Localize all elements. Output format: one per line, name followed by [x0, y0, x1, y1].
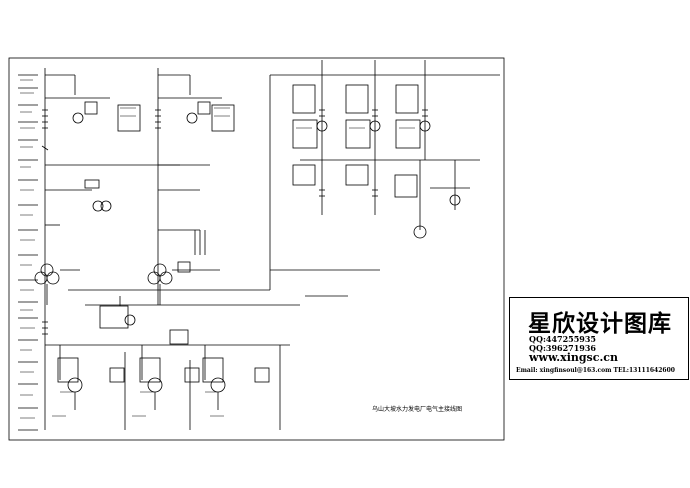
- watermark-qq-1: QQ:447255935: [529, 334, 596, 344]
- watermark-title: 星欣设计图库: [528, 310, 672, 337]
- station-service-pt: [42, 296, 290, 430]
- bottom-generators: [57, 329, 281, 430]
- drawing-caption: 乌山大坡水力发电厂电气主接线图: [372, 406, 463, 413]
- watermark-contact: Email: xingfinsoul@163.com TEL:131116426…: [516, 367, 675, 374]
- main-bus: [68, 74, 500, 306]
- 10kv-feeders: [292, 160, 470, 239]
- watermark-box: 星欣设计图库 QQ:447255935 QQ:396271936 www.xin…: [509, 297, 689, 380]
- annotation-marks: [20, 79, 415, 419]
- unit-1-branch: [34, 68, 180, 305]
- left-label-column: [18, 74, 38, 431]
- drawing-border: [8, 57, 505, 441]
- outgoing-feeders: [292, 60, 431, 160]
- watermark-website: www.xingsc.cn: [529, 351, 618, 364]
- watermark-qq-2: QQ:396271936: [529, 343, 596, 353]
- unit-2-branch: [147, 68, 235, 305]
